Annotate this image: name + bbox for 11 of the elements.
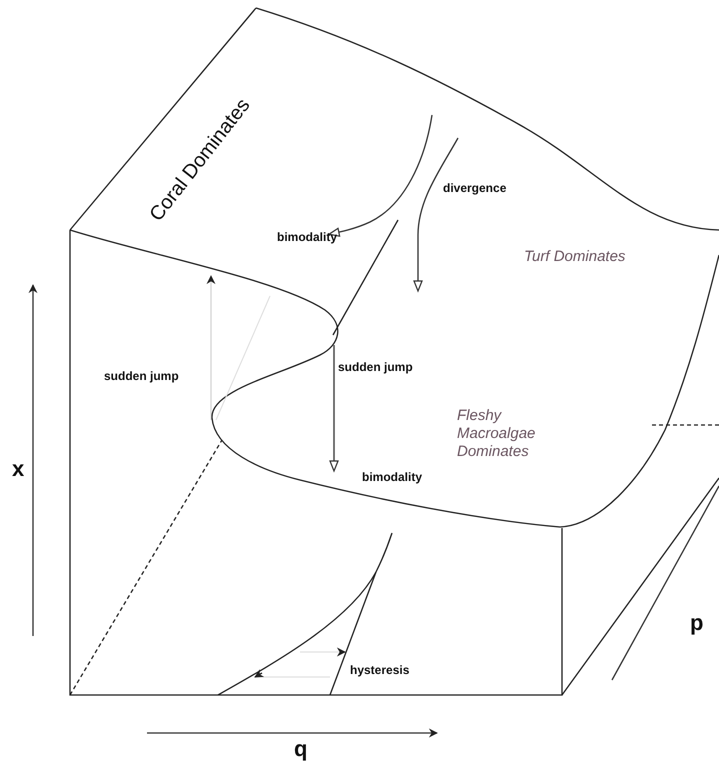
- region-label: Turf Dominates: [524, 248, 626, 266]
- axis-label: x: [12, 456, 24, 482]
- annotation-label: bimodality: [277, 230, 338, 244]
- annotation-label: sudden jump: [104, 369, 179, 384]
- annotation-label: bimodality: [362, 470, 422, 484]
- annotation-label: divergence: [443, 181, 506, 196]
- region-label: Fleshy Macroalgae Dominates: [457, 407, 536, 461]
- annotation-label: hysteresis: [350, 663, 410, 678]
- annotation-label: sudden jump: [338, 360, 413, 374]
- axis-label: q: [294, 736, 308, 762]
- axis-label: p: [690, 610, 704, 636]
